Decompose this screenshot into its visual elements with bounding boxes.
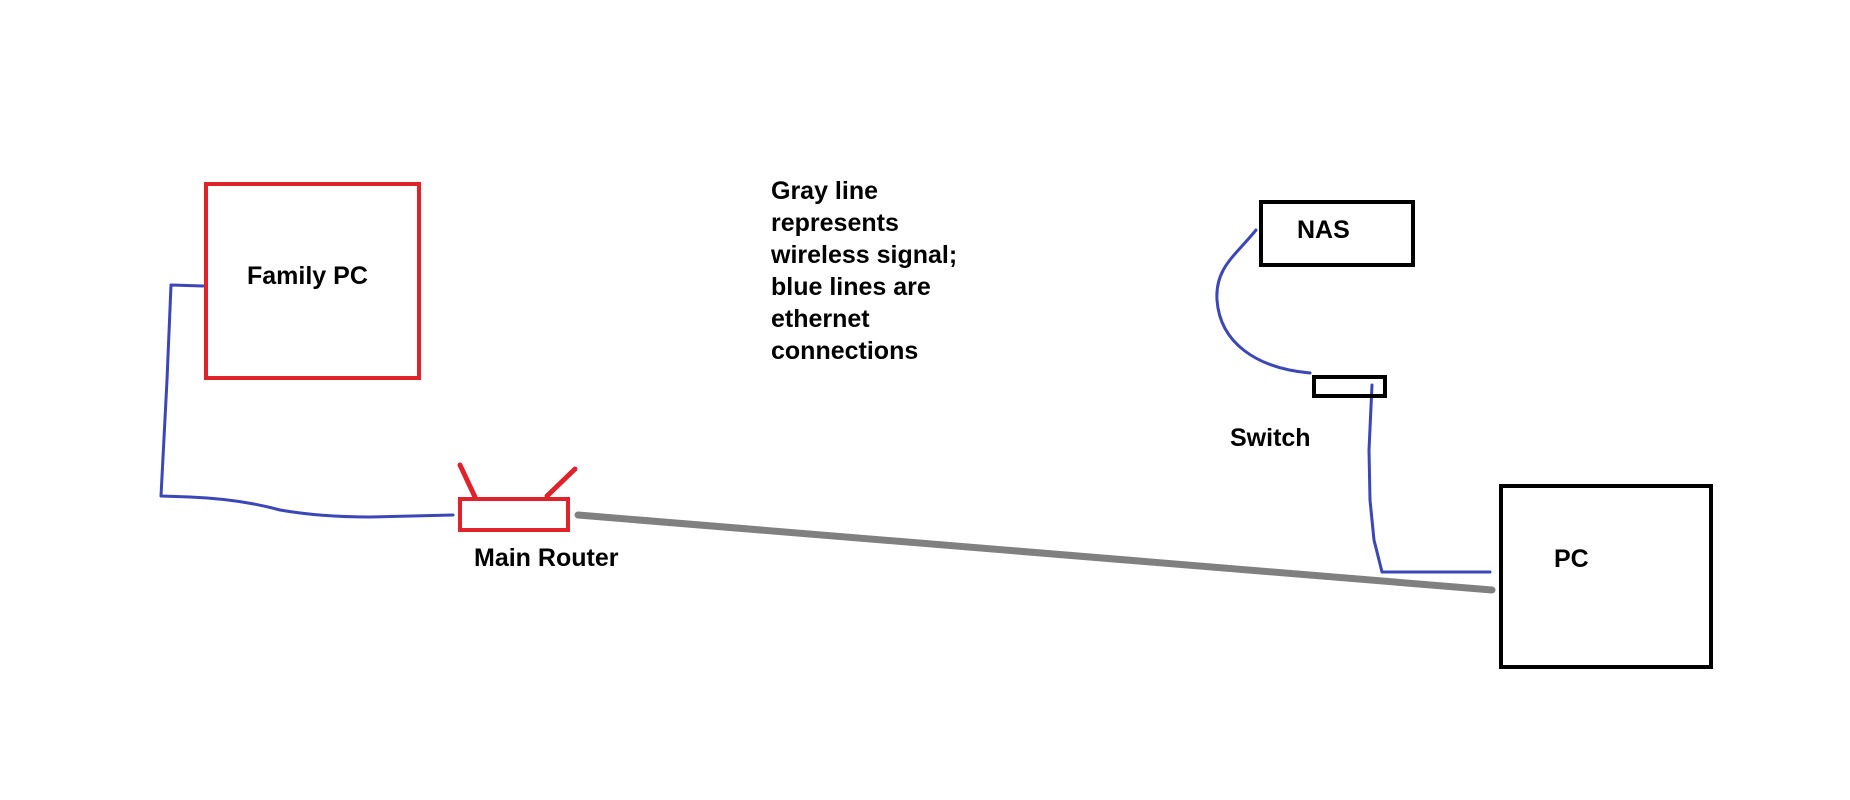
legend-line-6: connections xyxy=(771,337,918,365)
main-router-label: Main Router xyxy=(474,544,619,572)
switch-label: Switch xyxy=(1230,424,1311,452)
family-pc-box xyxy=(204,182,421,380)
switch-box xyxy=(1312,375,1387,398)
ethernet-cable-nas-switch xyxy=(1215,228,1312,375)
router-antenna-left xyxy=(457,462,478,500)
nas-box xyxy=(1259,200,1415,267)
wireless-link-line xyxy=(574,511,1496,594)
ethernet-cable-family-pc-router xyxy=(159,283,455,519)
legend-line-5: ethernet xyxy=(771,305,870,333)
main-router-icon xyxy=(457,462,578,532)
router-antenna-right xyxy=(544,466,578,499)
router-body xyxy=(458,497,570,532)
legend-line-2: represents xyxy=(771,209,899,237)
legend-line-4: blue lines are xyxy=(771,273,931,301)
legend-line-1: Gray line xyxy=(771,177,878,205)
ethernet-cable-switch-pc xyxy=(1367,383,1492,574)
legend-line-3: wireless signal; xyxy=(770,241,957,269)
nas-label: NAS xyxy=(1297,216,1350,244)
family-pc-label: Family PC xyxy=(247,262,368,290)
pc-box xyxy=(1499,484,1713,669)
pc-label: PC xyxy=(1554,545,1589,573)
legend-text: Gray line represents wireless signal; bl… xyxy=(770,177,964,365)
